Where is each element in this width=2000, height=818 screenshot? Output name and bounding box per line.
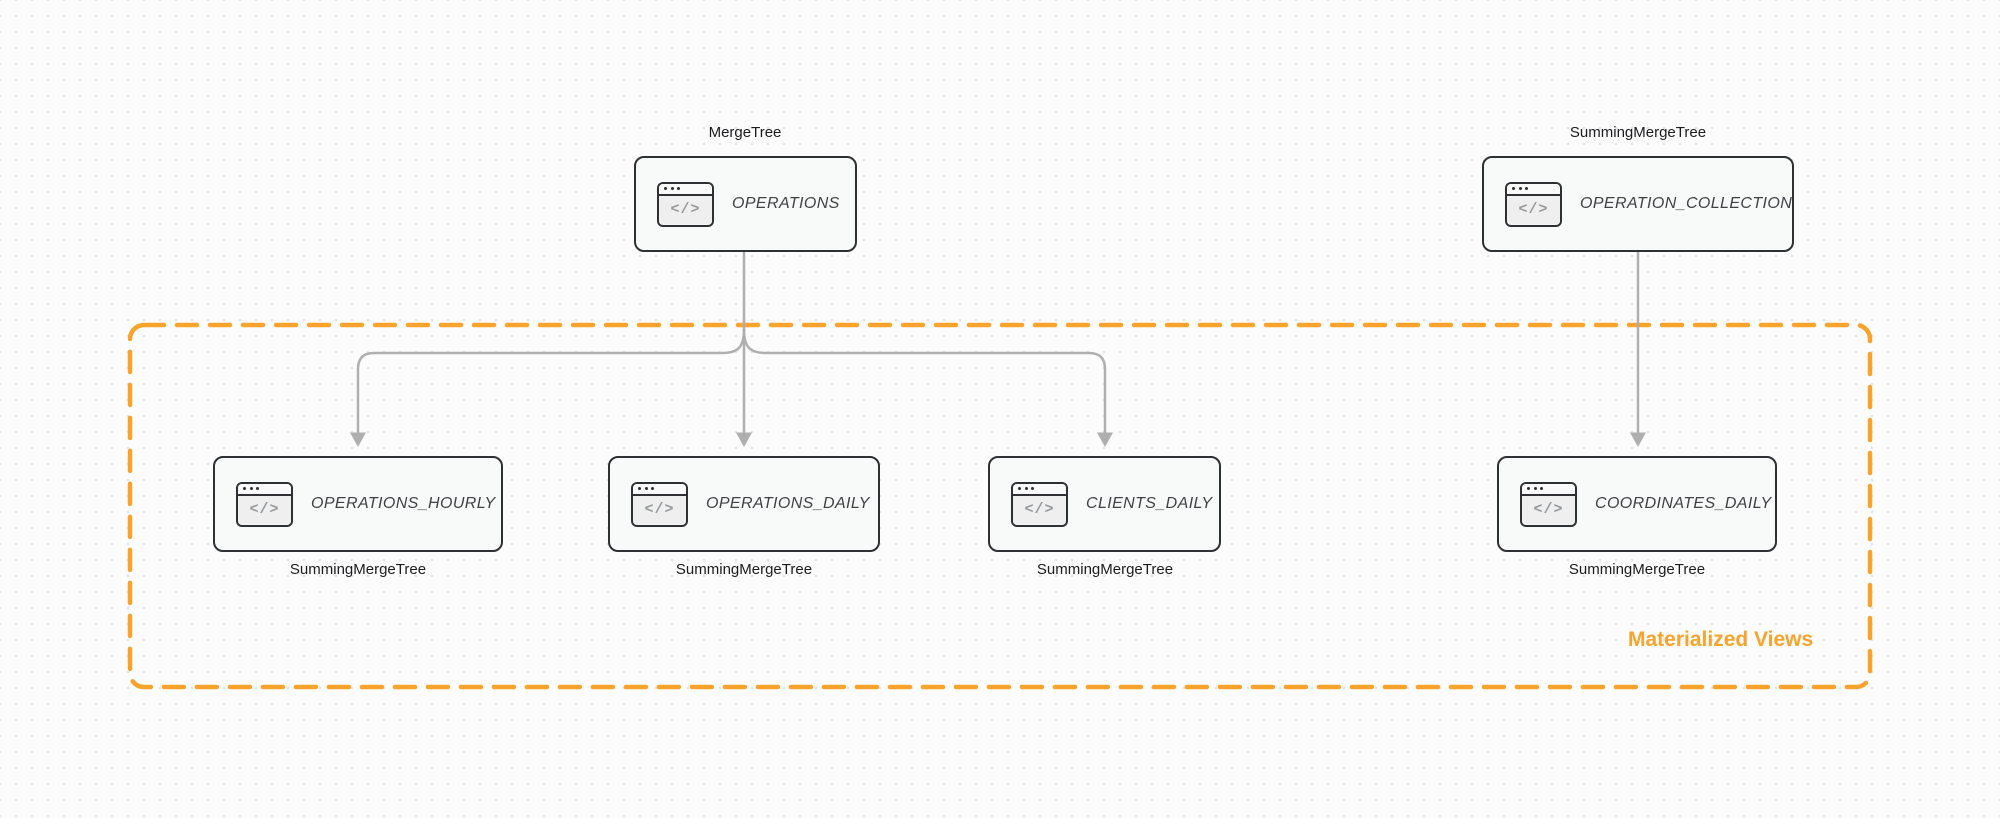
- window-dots-icon: [633, 483, 686, 496]
- node-label: CLIENTS_DAILY: [1086, 495, 1213, 512]
- engine-label-operation-collection: SummingMergeTree: [1569, 124, 1707, 141]
- engine-label-coordinates-daily: SummingMergeTree: [1568, 561, 1706, 578]
- node-coordinates-daily[interactable]: </> COORDINATES_DAILY: [1497, 456, 1777, 552]
- code-glyph: </>: [1522, 495, 1575, 524]
- window-dots-icon: [1522, 483, 1575, 496]
- code-glyph: </>: [1507, 195, 1560, 224]
- node-label: OPERATION_COLLECTION: [1580, 195, 1793, 212]
- code-window-icon: </>: [236, 481, 293, 527]
- code-window-icon: </>: [1520, 481, 1577, 527]
- code-glyph: </>: [1013, 495, 1066, 524]
- code-window-icon: </>: [657, 181, 714, 227]
- node-label: COORDINATES_DAILY: [1595, 495, 1772, 512]
- node-label: OPERATIONS_DAILY: [706, 495, 870, 512]
- arrowhead-icon: [1630, 432, 1646, 447]
- engine-label-operations-daily: SummingMergeTree: [675, 561, 813, 578]
- window-dots-icon: [1507, 183, 1560, 196]
- materialized-views-label: Materialized Views: [1628, 628, 1814, 651]
- node-operation-collection[interactable]: </> OPERATION_COLLECTION: [1482, 156, 1794, 252]
- code-glyph: </>: [659, 195, 712, 224]
- code-window-icon: </>: [631, 481, 688, 527]
- node-operations-daily[interactable]: </> OPERATIONS_DAILY: [608, 456, 880, 552]
- edge-operations-to-clients-daily: [742, 328, 1107, 435]
- arrowhead-icon: [350, 432, 366, 447]
- node-operations-hourly[interactable]: </> OPERATIONS_HOURLY: [213, 456, 503, 552]
- code-window-icon: </>: [1011, 481, 1068, 527]
- node-label: OPERATIONS: [732, 195, 840, 212]
- window-dots-icon: [659, 183, 712, 196]
- engine-label-operations-hourly: SummingMergeTree: [289, 561, 427, 578]
- engine-label-operations: MergeTree: [708, 124, 782, 141]
- window-dots-icon: [238, 483, 291, 496]
- code-glyph: </>: [238, 495, 291, 524]
- arrowhead-icon: [1097, 432, 1113, 447]
- edge-operations-to-operations-hourly: [356, 328, 746, 435]
- node-clients-daily[interactable]: </> CLIENTS_DAILY: [988, 456, 1221, 552]
- node-operations[interactable]: </> OPERATIONS: [634, 156, 857, 252]
- arrowhead-icon: [736, 432, 752, 447]
- code-glyph: </>: [633, 495, 686, 524]
- node-label: OPERATIONS_HOURLY: [311, 495, 496, 512]
- window-dots-icon: [1013, 483, 1066, 496]
- materialized-views-group-border: [127, 322, 1873, 690]
- engine-label-clients-daily: SummingMergeTree: [1036, 561, 1174, 578]
- code-window-icon: </>: [1505, 181, 1562, 227]
